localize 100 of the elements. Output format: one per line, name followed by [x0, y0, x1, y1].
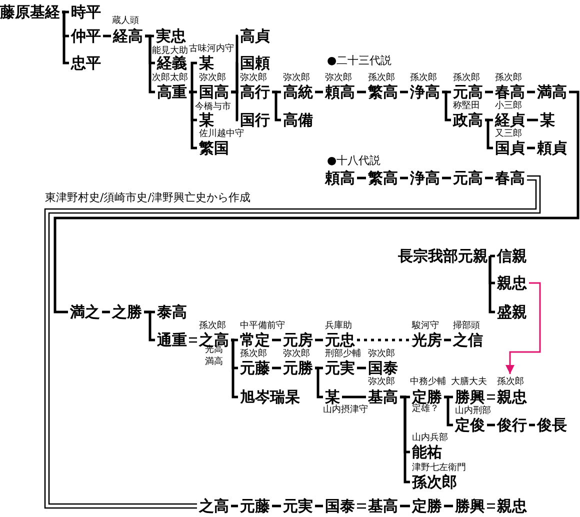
name-text: 頼貞 [537, 139, 567, 157]
lineage-line [400, 176, 408, 180]
name-text: 能祐 [412, 443, 442, 461]
title-text: 蔵人頭 [112, 16, 139, 27]
name-text: 繁高 [368, 83, 398, 101]
lineage-line [315, 504, 323, 508]
title-text: 今橋与市 [195, 102, 231, 112]
name-text: 元勝 [283, 359, 313, 377]
lineage-line [103, 34, 111, 38]
name-text: 経貞 [495, 111, 525, 129]
lineage-line [272, 504, 281, 508]
name-text: 浄高 [410, 83, 440, 101]
lineage-line [400, 504, 410, 508]
title-text: 山内刑部 [455, 406, 491, 417]
title-text: 満高 [205, 357, 223, 368]
lineage-line [231, 338, 238, 398]
name-text: 藤原基経 [0, 3, 60, 21]
name-text: 某 [199, 111, 214, 129]
lineage-line [490, 254, 495, 258]
lineage-line [315, 90, 323, 94]
lineage-line [315, 338, 323, 342]
title-text: 称堅田 [453, 101, 480, 112]
name-text: 春高 [495, 83, 525, 101]
name-text: 国貞 [495, 139, 525, 157]
name-text: 経義 [157, 54, 187, 72]
name-text: 国高 [199, 83, 229, 101]
title-text: 佐川越中守 [199, 129, 244, 140]
lineage-line [315, 366, 323, 398]
name-text: 仲平 [71, 27, 101, 45]
title-text: 孫次郎 [453, 73, 480, 84]
title-text: 弥次郎 [325, 73, 352, 84]
lineage-line [342, 396, 366, 398]
name-text: 政高 [453, 111, 483, 129]
name-text: 高貞 [240, 27, 270, 45]
name-text: 信親 [497, 247, 527, 265]
title-text: 弥次郎 [368, 377, 395, 388]
lineage-line [485, 118, 493, 150]
lineage-line [145, 34, 155, 94]
lineage-line [144, 310, 155, 342]
name-text: 高行 [240, 83, 270, 101]
name-text: 某 [325, 388, 340, 406]
arrow [506, 282, 541, 374]
name-text: 親忠 [497, 497, 527, 515]
name-text: 国泰 [325, 497, 355, 515]
lineage-line [272, 366, 281, 370]
name-text: 某 [540, 111, 555, 129]
name-text: 定勝 [412, 388, 442, 406]
double-line [188, 337, 198, 343]
lineage-line [189, 90, 197, 150]
name-text: 元藤 [240, 359, 270, 377]
lineage-line [357, 90, 366, 94]
name-text: 元房 [283, 331, 313, 349]
title-text: 弥次郎 [368, 349, 395, 360]
name-text: 元高 [453, 83, 483, 101]
double-line [44, 175, 541, 509]
title-text: 弥次郎 [283, 73, 310, 84]
name-text: 俊長 [537, 416, 567, 434]
lineage-line [102, 310, 110, 314]
name-text: 国頼 [240, 54, 270, 72]
title-text: 山内兵部 [412, 433, 448, 444]
lineage-line [62, 10, 69, 64]
name-text: 基高 [368, 497, 398, 515]
name-text: 元実 [325, 359, 355, 377]
title-text: 弥次郎 [199, 73, 226, 84]
lineage-line [444, 338, 451, 342]
lineage-line [442, 176, 451, 180]
name-text: 之高 [199, 497, 229, 515]
title-text: 孫次郎 [410, 73, 437, 84]
name-text: 泰高 [157, 303, 187, 321]
lineage-line [400, 396, 410, 484]
name-text: 俊行 [497, 416, 527, 434]
name-text: 高重 [157, 83, 187, 101]
title-text: 定雄？ [412, 404, 439, 415]
lineage-line [357, 176, 366, 180]
name-text: 旭岑瑞杲 [240, 388, 300, 406]
name-text: 光房 [412, 331, 442, 349]
title-text: 兵庫助 [325, 321, 352, 332]
name-text: 満高 [537, 83, 567, 101]
title-text: 大膳大夫 [451, 377, 487, 388]
title-text: 中平備前守 [240, 321, 285, 332]
title-text: 古味河内守 [189, 44, 234, 55]
double-line [356, 503, 367, 509]
title-text: 弥次郎 [283, 349, 310, 360]
name-text: 定勝 [412, 497, 442, 515]
title-text: 孫次郎 [199, 321, 226, 332]
name-text: 国行 [240, 111, 270, 129]
name-text: 盛親 [497, 303, 527, 321]
lineage-line [272, 90, 281, 122]
lineage-line [400, 90, 408, 94]
name-text: 元高 [453, 169, 483, 187]
title-text: 駿河守 [412, 321, 439, 332]
name-text: 定俊 [455, 416, 485, 434]
name-text: 親忠 [497, 388, 527, 406]
name-text: 高備 [283, 111, 313, 129]
lineage-line [485, 176, 493, 180]
name-text: 元藤 [240, 497, 270, 515]
name-text: 高統 [283, 83, 313, 101]
name-text: 勝興 [455, 388, 485, 406]
name-text: 実忠 [156, 27, 186, 45]
lineage-line [357, 366, 366, 370]
